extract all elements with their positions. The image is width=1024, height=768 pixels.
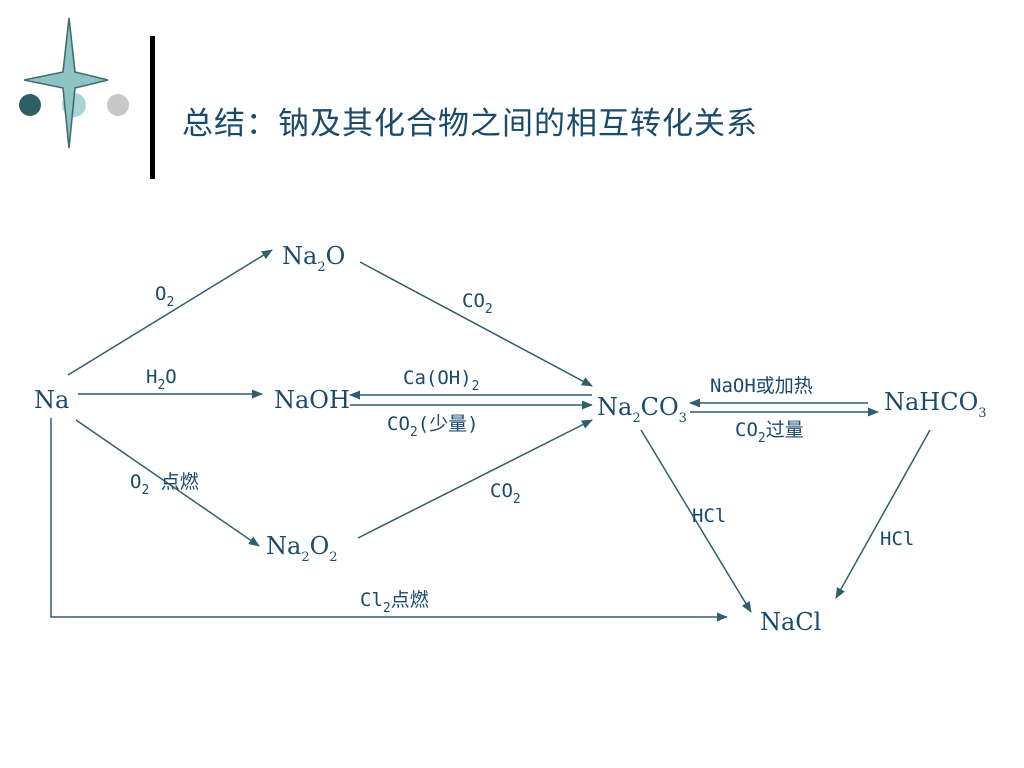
label-na-to-nacl: Cl2点燃 xyxy=(360,589,429,616)
gray-dot-icon xyxy=(107,94,129,116)
node-nacl: NaCl xyxy=(760,608,821,636)
node-na2o2: Na2O2 xyxy=(266,532,338,565)
node-nahco3: NaHCO3 xyxy=(884,388,987,421)
label-na2o-to-na2co3: CO2 xyxy=(462,290,493,317)
arrow-na-to-na2o2 xyxy=(75,419,260,547)
title-divider xyxy=(150,36,155,179)
slide-logo xyxy=(19,17,129,149)
node-na2o: Na2O xyxy=(282,242,345,275)
arrow-na2o-to-na2co3 xyxy=(359,261,593,387)
arrow-na-to-na2o xyxy=(67,249,273,376)
label-nahco3-to-na2co3: NaOH或加热 xyxy=(710,375,813,397)
label-na-to-naoh: H2O xyxy=(146,366,177,393)
label-na2o2-to-na2co3: CO2 xyxy=(490,480,521,507)
dark-dot-icon xyxy=(19,94,41,116)
slide-title: 总结：钠及其化合物之间的相互转化关系 xyxy=(182,106,758,142)
label-nahco3-to-nacl: HCl xyxy=(880,528,914,550)
four-point-star-icon xyxy=(23,17,109,149)
node-naoh: NaOH xyxy=(274,386,350,414)
label-na2co3-to-nacl: HCl xyxy=(692,505,726,527)
arrow-na-to-nacl xyxy=(50,418,728,622)
label-na-to-na2o2: O2 点燃 xyxy=(130,471,199,498)
label-na2co3-to-naoh: Ca(OH)2 xyxy=(403,367,479,394)
arrow-na2co3-to-nacl xyxy=(640,429,752,613)
arrow-nahco3-to-nacl xyxy=(835,429,931,599)
label-naoh-to-na2co3: CO2(少量) xyxy=(387,413,479,440)
arrow-na2o2-to-na2co3 xyxy=(357,419,593,539)
node-na: Na xyxy=(34,386,69,414)
node-na2co3: Na2CO3 xyxy=(597,393,687,426)
label-na-to-na2o: O2 xyxy=(155,283,174,310)
label-na2co3-to-nahco3: CO2过量 xyxy=(735,419,804,446)
